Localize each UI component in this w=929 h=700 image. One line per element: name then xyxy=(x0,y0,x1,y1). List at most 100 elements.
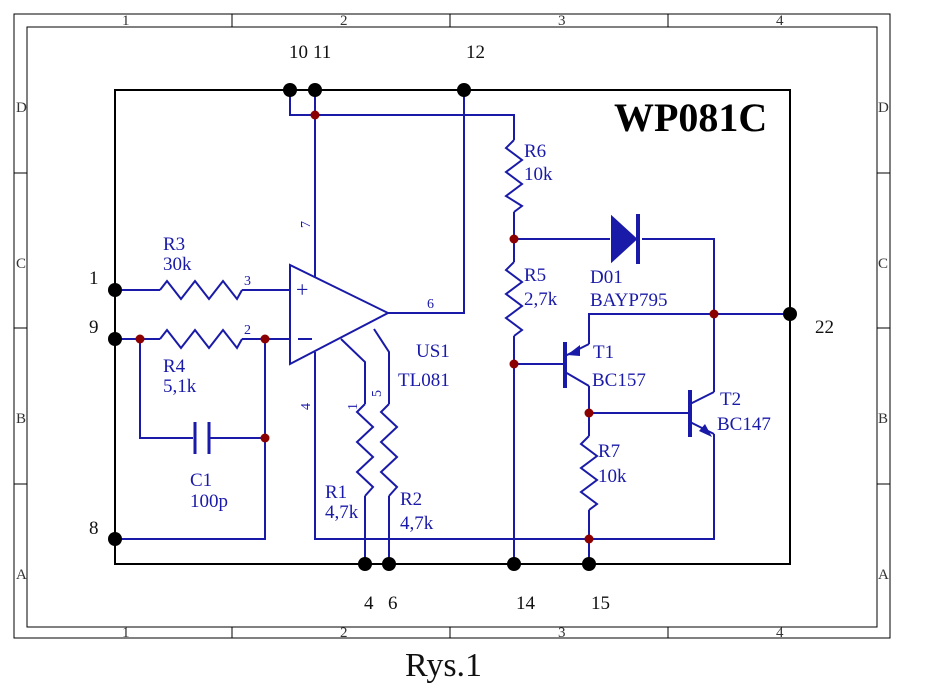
resistor-R3 xyxy=(159,279,243,301)
label-US1-ref: US1 xyxy=(416,341,450,362)
pin-label-9: 9 xyxy=(89,317,99,338)
pin-label-1: 1 xyxy=(89,268,99,289)
junction-dot xyxy=(584,408,594,418)
row-label-left-C: C xyxy=(16,256,26,272)
module-title: WP081C xyxy=(614,95,767,140)
row-label-left-B: B xyxy=(16,411,26,427)
pin-label-8: 8 xyxy=(89,518,99,539)
transistor-T2 xyxy=(688,390,715,437)
label-D01-ref: D01 xyxy=(590,267,623,288)
label-R7-value: 10k xyxy=(598,466,627,487)
wires xyxy=(115,90,790,564)
opamp-US1: + xyxy=(289,263,391,366)
label-R1-value: 4,7k xyxy=(325,502,359,523)
row-label-left-D: D xyxy=(16,100,27,116)
label-C1-value: 100p xyxy=(190,491,228,512)
junction-dot xyxy=(260,433,270,443)
junction-dot xyxy=(310,110,320,120)
label-R4-value: 5,1k xyxy=(163,376,197,397)
resistor-R6 xyxy=(504,139,524,213)
drawing-frame xyxy=(13,13,891,639)
frame-column-labels: 1 2 3 4 1 2 3 4 xyxy=(122,13,784,641)
label-T2-ref: T2 xyxy=(720,389,741,410)
row-label-right-D: D xyxy=(878,100,889,116)
resistors xyxy=(159,139,599,511)
row-label-right-B: B xyxy=(878,411,888,427)
pin-dot-4 xyxy=(358,557,372,571)
col-label-top-3: 3 xyxy=(558,13,566,29)
pin-dot-10 xyxy=(283,83,297,97)
component-labels: R3 30k R4 5,1k C1 100p R1 4,7k R2 4,7k U… xyxy=(163,141,771,534)
col-label-bottom-3: 3 xyxy=(558,625,566,641)
opamp-pin-2: 2 xyxy=(244,323,251,338)
resistor-R4 xyxy=(159,328,243,350)
pin-dot-1 xyxy=(108,283,122,297)
frame-row-labels: D C B A D C B A xyxy=(16,100,889,583)
label-R6-value: 10k xyxy=(524,164,553,185)
figure-caption: Rys.1 xyxy=(405,647,482,684)
pin-dot-6 xyxy=(382,557,396,571)
pin-label-11: 11 xyxy=(313,42,331,63)
label-R2-ref: R2 xyxy=(400,489,422,510)
pin-label-4: 4 xyxy=(364,593,374,614)
label-R5-value: 2,7k xyxy=(524,289,558,310)
opamp-pin-1: 1 xyxy=(346,403,361,410)
transistor-T1 xyxy=(563,342,590,388)
junction-dot xyxy=(135,334,145,344)
row-label-right-C: C xyxy=(878,256,888,272)
junction-dot xyxy=(260,334,270,344)
col-label-bottom-1: 1 xyxy=(122,625,130,641)
pin-label-10: 10 xyxy=(289,42,308,63)
resistor-R2 xyxy=(379,403,399,497)
module-pin-labels: 10 11 12 1 9 8 4 6 14 15 22 xyxy=(89,42,834,614)
opamp-pin-4: 4 xyxy=(299,403,314,410)
col-label-bottom-4: 4 xyxy=(776,625,784,641)
module-pins xyxy=(108,83,797,571)
pin-dot-15 xyxy=(582,557,596,571)
module-outline xyxy=(114,89,791,565)
label-R7-ref: R7 xyxy=(598,441,620,462)
col-label-top-2: 2 xyxy=(340,13,348,29)
pin-dot-11 xyxy=(308,83,322,97)
label-R3-ref: R3 xyxy=(163,234,185,255)
junction-dot xyxy=(709,309,719,319)
pin-dot-9 xyxy=(108,332,122,346)
opamp-plus-sign: + xyxy=(296,277,308,302)
resistor-R5 xyxy=(504,261,524,337)
capacitor-C1 xyxy=(193,422,211,454)
pin-label-15: 15 xyxy=(591,593,610,614)
pin-dot-8 xyxy=(108,532,122,546)
label-T1-value: BC157 xyxy=(592,370,646,391)
junction-dot xyxy=(509,234,519,244)
label-R3-value: 30k xyxy=(163,254,192,275)
opamp-pin-3: 3 xyxy=(244,274,251,289)
pin-dot-12 xyxy=(457,83,471,97)
diode-D01 xyxy=(611,214,640,264)
label-US1-value: TL081 xyxy=(398,370,450,391)
label-R6-ref: R6 xyxy=(524,141,546,162)
resistor-R1 xyxy=(355,403,375,497)
label-T1-ref: T1 xyxy=(593,342,614,363)
pin-label-12: 12 xyxy=(466,42,485,63)
pin-label-14: 14 xyxy=(516,593,536,614)
opamp-pin-5: 5 xyxy=(370,390,385,397)
col-label-bottom-2: 2 xyxy=(340,625,348,641)
resistor-R7 xyxy=(579,435,599,511)
junction-dot xyxy=(584,534,594,544)
opamp-pin-7: 7 xyxy=(299,221,314,228)
label-T2-value: BC147 xyxy=(717,414,771,435)
row-label-left-A: A xyxy=(16,567,27,583)
opamp-pin-6: 6 xyxy=(427,297,434,312)
label-R1-ref: R1 xyxy=(325,482,347,503)
pin-label-22: 22 xyxy=(815,317,834,338)
col-label-top-4: 4 xyxy=(776,13,784,29)
pin-dot-14 xyxy=(507,557,521,571)
label-C1-ref: C1 xyxy=(190,470,212,491)
label-R5-ref: R5 xyxy=(524,265,546,286)
row-label-right-A: A xyxy=(878,567,889,583)
label-R2-value: 4,7k xyxy=(400,513,434,534)
junctions xyxy=(135,110,719,544)
label-R4-ref: R4 xyxy=(163,356,186,377)
pin-dot-22 xyxy=(783,307,797,321)
